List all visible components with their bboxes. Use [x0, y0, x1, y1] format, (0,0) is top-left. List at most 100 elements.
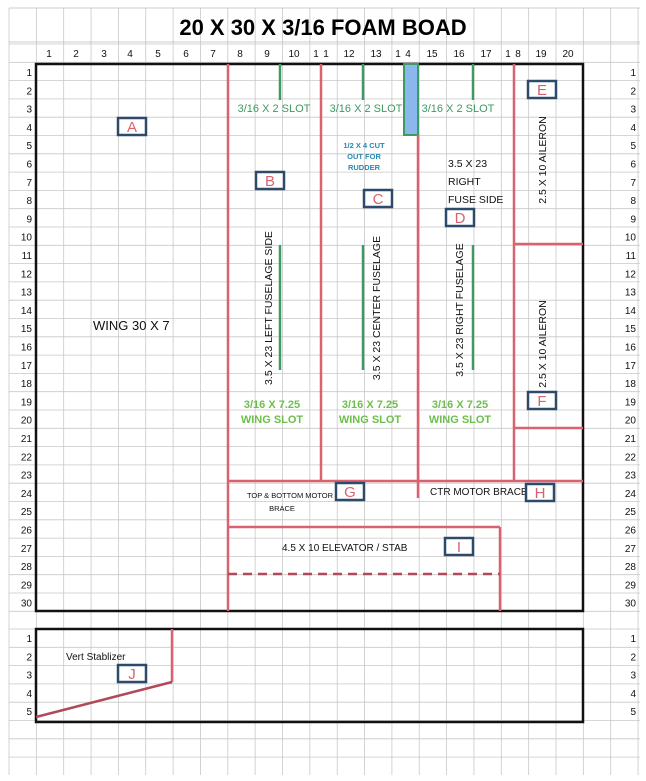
row-label: 1	[26, 68, 32, 79]
row-label: 18	[21, 379, 33, 390]
column-header: 17	[480, 49, 492, 60]
row-label: 21	[625, 434, 637, 445]
part-letter-box	[444, 207, 476, 228]
column-header: 3	[101, 49, 107, 60]
column-header: 9	[264, 49, 270, 60]
wing-slot-label: 3/16 X 7.25	[244, 399, 300, 411]
slot-lines	[278, 64, 475, 370]
row-label: 25	[21, 507, 33, 518]
row-label: 9	[630, 214, 636, 225]
part-letter-box	[443, 536, 475, 557]
row-label: 9	[26, 214, 32, 225]
row-label: 14	[21, 306, 33, 317]
part-letter-h: H	[535, 485, 546, 502]
row-label: 2	[630, 652, 636, 663]
row-label: 15	[625, 324, 637, 335]
row-label: 10	[21, 233, 33, 244]
part-letter-box	[524, 482, 556, 503]
column-header: 7	[210, 49, 216, 60]
row-label: 28	[625, 562, 637, 573]
column-header: 1	[313, 49, 319, 60]
column-header: 1	[505, 49, 511, 60]
right-fuse-side-label: RIGHT	[448, 176, 481, 188]
part-letter-box	[334, 481, 366, 502]
row-label: 27	[21, 544, 33, 555]
row-label: 4	[630, 689, 636, 700]
diagonal-cut-line	[35, 680, 173, 719]
row-label: 6	[26, 160, 32, 171]
wing-slot-label: 3/16 X 7.25	[342, 399, 398, 411]
rudder-cut-label: 1/2 X 4 CUT	[343, 141, 385, 150]
row-label: 29	[625, 580, 637, 591]
right-fuselage-label: 3.5 X 23 RIGHT FUSELAGE	[454, 243, 466, 376]
center-fuselage-label: 3.5 X 23 CENTER FUSELAGE	[371, 236, 383, 380]
row-label: 5	[26, 141, 32, 152]
part-letter-f: F	[537, 393, 546, 410]
part-letter-e: E	[537, 82, 547, 99]
row-label: 1	[26, 634, 32, 645]
part-letter-box	[526, 79, 558, 100]
motor-brace-label: BRACE	[269, 504, 295, 513]
row-label: 3	[26, 671, 32, 682]
row-label: 30	[625, 599, 637, 610]
row-label: 16	[625, 343, 637, 354]
rudder-cutout	[403, 63, 419, 136]
row-label: 8	[26, 196, 32, 207]
row-label: 21	[21, 434, 33, 445]
row-label: 4	[26, 123, 32, 134]
column-header: 2	[73, 49, 79, 60]
row-label: 2	[26, 652, 32, 663]
row-label: 12	[625, 269, 637, 280]
column-header: 8	[237, 49, 243, 60]
column-header: 20	[562, 49, 574, 60]
slot-label: 3/16 X 2 SLOT	[238, 103, 311, 115]
row-label: 2	[630, 86, 636, 97]
row-label: 8	[630, 196, 636, 207]
column-header: 8	[515, 49, 521, 60]
row-label: 17	[625, 361, 637, 372]
part-letter-a: A	[127, 119, 137, 136]
column-header: 4	[127, 49, 133, 60]
row-label: 11	[626, 251, 637, 262]
part-letter-b: B	[265, 173, 275, 190]
aileron-label: 2.5 X 10 AILERON	[537, 300, 549, 388]
wing-slot-label: WING SLOT	[429, 414, 492, 426]
rudder-cut-label: OUT FOR	[347, 152, 381, 161]
row-label: 4	[26, 689, 32, 700]
column-header: 1	[395, 49, 401, 60]
vert-stabilizer-label: Vert Stablizer	[66, 652, 126, 663]
row-label: 17	[21, 361, 33, 372]
column-header: 5	[155, 49, 161, 60]
row-label: 3	[630, 671, 636, 682]
row-label: 24	[625, 489, 637, 500]
column-header: 16	[453, 49, 465, 60]
row-label: 29	[21, 580, 33, 591]
slot-label: 3/16 X 2 SLOT	[422, 103, 495, 115]
column-header: 1	[323, 49, 329, 60]
column-header: 15	[426, 49, 438, 60]
row-label: 27	[625, 544, 637, 555]
row-label: 22	[21, 452, 33, 463]
rudder-cut-label: RUDDER	[348, 163, 381, 172]
row-label: 7	[630, 178, 636, 189]
left-fuselage-label: 3.5 X 23 LEFT FUSELAGE SIDE	[263, 231, 275, 385]
row-label: 3	[630, 105, 636, 116]
row-label: 10	[625, 233, 637, 244]
cut-lines	[35, 64, 583, 719]
row-label: 19	[21, 397, 33, 408]
row-label: 23	[625, 471, 637, 482]
part-letter-box	[116, 663, 148, 684]
row-label: 13	[21, 288, 33, 299]
part-letter-box	[116, 116, 148, 137]
row-label: 18	[625, 379, 637, 390]
wing-slot-label: WING SLOT	[339, 414, 402, 426]
column-header: 13	[370, 49, 382, 60]
aileron-label: 2.5 X 10 AILERON	[537, 116, 549, 204]
part-letter-j: J	[128, 666, 136, 683]
diagram-title: 20 X 30 X 3/16 FOAM BOAD	[179, 15, 466, 40]
column-header: 12	[343, 49, 355, 60]
bottom-board-outline	[34, 627, 585, 724]
motor-brace-label: TOP & BOTTOM MOTOR	[247, 491, 334, 500]
